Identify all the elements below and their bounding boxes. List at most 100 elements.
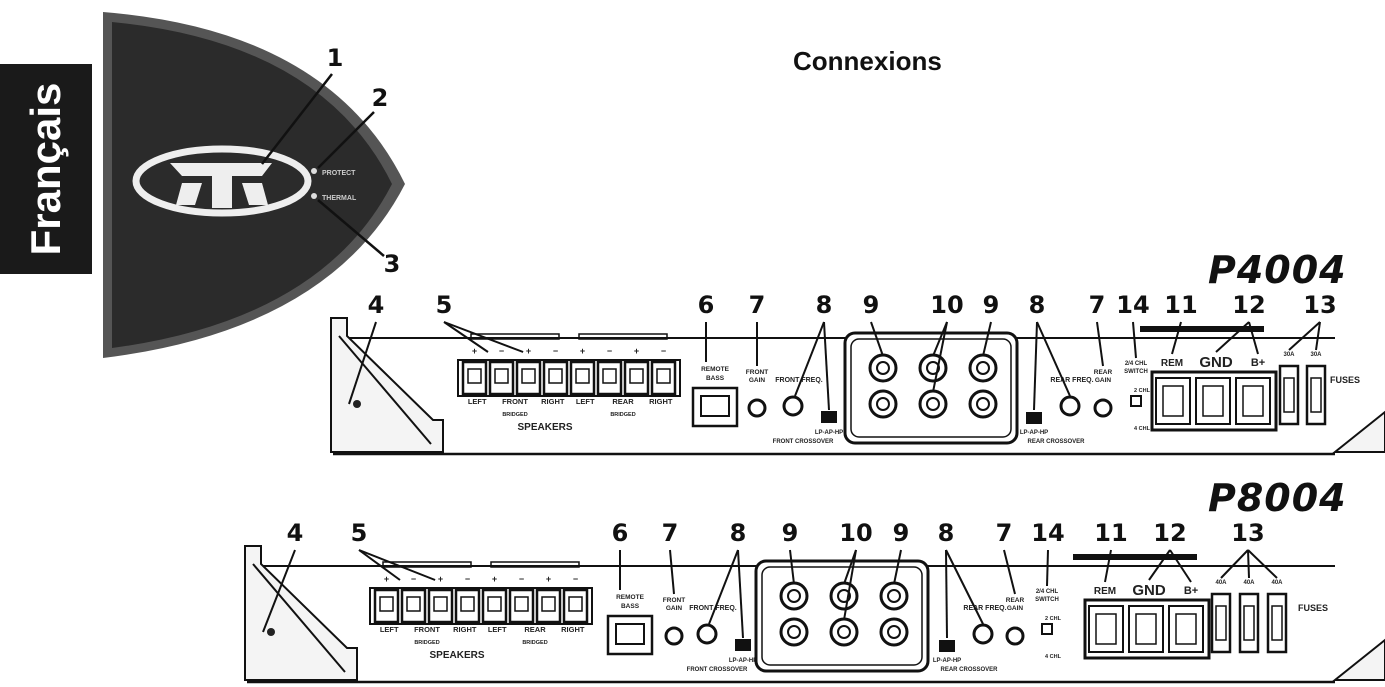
rca-jack bbox=[879, 617, 909, 647]
page-title: Connexions bbox=[793, 46, 942, 76]
speaker-left-label: LEFT bbox=[468, 397, 487, 406]
right-heatsink-cap bbox=[1332, 410, 1385, 453]
terminal-screw bbox=[406, 596, 421, 612]
front-freq-knob bbox=[696, 623, 718, 645]
terminal-polarity-label: + bbox=[472, 346, 477, 356]
fuse bbox=[1238, 592, 1260, 654]
remote-bass-label: REMOTE bbox=[701, 366, 729, 373]
fuse-element bbox=[1283, 377, 1295, 413]
callout-4-heatsink: 4 bbox=[287, 519, 304, 547]
power-terminal-screw bbox=[1202, 385, 1224, 417]
rear-freq-label: REAR FREQ. bbox=[963, 605, 1006, 612]
fuse-element bbox=[1271, 605, 1283, 641]
rear-freq-label: REAR FREQ. bbox=[1050, 377, 1093, 384]
callout-9-inputs: 9 bbox=[863, 291, 880, 319]
rca-jack bbox=[868, 389, 898, 419]
rear-gain-knob bbox=[1005, 626, 1025, 646]
callout-11-rem: 11 bbox=[1164, 291, 1197, 319]
terminal-cover-bar bbox=[578, 333, 668, 340]
rear-gain-label: GAIN bbox=[1095, 377, 1112, 384]
rear-gain-label: GAIN bbox=[1007, 605, 1024, 612]
rca-jack bbox=[829, 617, 859, 647]
callout-leader bbox=[1171, 321, 1182, 355]
speakers-label: SPEAKERS bbox=[429, 650, 484, 661]
rca-jack-pin bbox=[926, 361, 940, 375]
logo-emblem-left bbox=[176, 183, 202, 205]
rca-jack-pin bbox=[837, 625, 851, 639]
left-heatsink-cap bbox=[330, 317, 444, 453]
speaker-terminal bbox=[569, 360, 596, 396]
rca-jack-pin bbox=[837, 589, 851, 603]
rem-terminal-label: REM bbox=[1094, 586, 1116, 597]
speaker-terminal bbox=[488, 360, 515, 396]
speaker-left-label: LEFT bbox=[576, 397, 595, 406]
callout-9-inputs: 9 bbox=[893, 519, 910, 547]
callout-leader bbox=[1247, 549, 1250, 579]
terminal-polarity-label: + bbox=[492, 574, 497, 584]
gnd-terminal-label: GND bbox=[1199, 354, 1233, 371]
speaker-terminal bbox=[515, 360, 542, 396]
front-gain-label: GAIN bbox=[749, 377, 766, 384]
callout-leader bbox=[1036, 321, 1071, 397]
callout-leader bbox=[843, 549, 857, 585]
remote-bass-jack bbox=[700, 395, 730, 417]
callout-leader bbox=[1096, 321, 1104, 367]
callout-9-inputs: 9 bbox=[983, 291, 1000, 319]
callout-10-inputs: 10 bbox=[930, 291, 963, 319]
terminal-polarity-label: + bbox=[526, 346, 531, 356]
remote-bass-port bbox=[606, 614, 654, 656]
callout-10-inputs: 10 bbox=[839, 519, 872, 547]
callout-leader bbox=[358, 549, 436, 581]
rca-jack-pin bbox=[926, 397, 940, 411]
speaker-rear-label: REAR bbox=[524, 625, 546, 634]
rca-jack-pin bbox=[887, 589, 901, 603]
callout-12-gnd-bplus: 12 bbox=[1232, 291, 1265, 319]
protect-led-label: PROTECT bbox=[322, 170, 356, 177]
rear-crossover-label: REAR CROSSOVER bbox=[940, 667, 998, 673]
callout-leader bbox=[932, 321, 948, 393]
terminal-screw bbox=[575, 368, 590, 384]
front-freq-knob bbox=[782, 395, 804, 417]
speaker-terminal bbox=[562, 588, 589, 624]
logo-emblem bbox=[170, 163, 272, 208]
fuse-rating-label: 40A bbox=[1243, 580, 1255, 586]
speaker-terminal bbox=[596, 360, 623, 396]
terminal-polarity-label: − bbox=[411, 574, 416, 584]
terminal-polarity-label: − bbox=[607, 346, 612, 356]
speaker-terminal bbox=[481, 588, 508, 624]
thermal-led bbox=[311, 193, 317, 199]
callout-leader bbox=[870, 321, 884, 357]
front-lp-ap-hp-label: LP-AP-HP bbox=[815, 430, 843, 436]
channel-switch bbox=[1130, 395, 1142, 407]
speaker-terminal bbox=[542, 360, 569, 396]
callout-leader bbox=[823, 321, 830, 411]
left-cap-edge bbox=[252, 563, 346, 673]
speaker-terminal bbox=[535, 588, 562, 624]
callout-leader bbox=[1003, 549, 1016, 595]
terminal-polarity-label: + bbox=[634, 346, 639, 356]
power-terminal bbox=[1155, 377, 1191, 425]
protect-led bbox=[311, 168, 317, 174]
terminal-screw bbox=[521, 368, 536, 384]
model-p8004-title: P8004 bbox=[1208, 476, 1347, 520]
terminal-polarity-label: − bbox=[661, 346, 666, 356]
callout-1-logo: 1 bbox=[327, 44, 344, 72]
terminal-polarity-label: + bbox=[546, 574, 551, 584]
rca-jack-pin bbox=[976, 397, 990, 411]
callout-leader bbox=[945, 549, 984, 625]
power-terminal-screw bbox=[1162, 385, 1184, 417]
callout-leader bbox=[1104, 549, 1112, 583]
terminal-polarity-label: − bbox=[553, 346, 558, 356]
callout-7-front-gain: 7 bbox=[662, 519, 679, 547]
right-heatsink-cap bbox=[1332, 638, 1385, 681]
speaker-right-label: RIGHT bbox=[649, 397, 673, 406]
speaker-terminal bbox=[454, 588, 481, 624]
callout-leader bbox=[1046, 549, 1049, 587]
callout-5-speaker-terminals: 5 bbox=[351, 519, 368, 547]
mounting-screw-icon bbox=[353, 400, 361, 408]
speaker-front-label: FRONT bbox=[502, 397, 528, 406]
front-gain-label: FRONT bbox=[663, 597, 685, 604]
front-crossover-label: FRONT CROSSOVER bbox=[687, 667, 748, 673]
